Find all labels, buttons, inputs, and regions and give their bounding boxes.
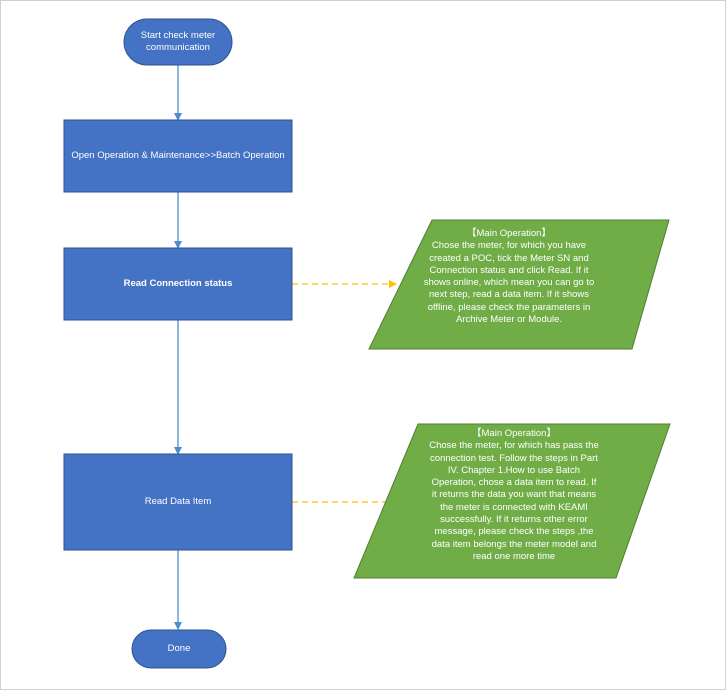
note-shape-1 — [368, 219, 670, 350]
end-terminal: Done — [132, 630, 226, 668]
process-read-data-item-label: Read Data Item — [144, 495, 212, 507]
process-read-connection-status: Read Connection status — [64, 248, 292, 320]
end-terminal-label: Done — [167, 642, 191, 654]
note-2-body: Chose the meter, for which has pass the … — [429, 440, 599, 562]
note-shape-2 — [353, 423, 671, 579]
start-terminal-label: Start check meter communication — [140, 29, 216, 53]
note-main-operation-2: 【Main Operation】 Chose the meter, for wh… — [428, 428, 600, 563]
process-box-shape-1 — [63, 119, 293, 193]
note-2-heading: 【Main Operation】 — [472, 428, 556, 439]
process-read-connection-status-label: Read Connection status — [123, 277, 233, 289]
note-1-heading: 【Main Operation】 — [467, 228, 551, 239]
note-1-body: Chose the meter, for which you have crea… — [423, 240, 595, 326]
end-terminal-shape — [131, 629, 227, 669]
process-box-shape-2 — [63, 247, 293, 321]
process-open-batch-operation-label: Open Operation & Maintenance>>Batch Oper… — [71, 149, 285, 161]
process-open-batch-operation: Open Operation & Maintenance>>Batch Oper… — [64, 120, 292, 192]
note-main-operation-1: 【Main Operation】 Chose the meter, for wh… — [418, 228, 600, 326]
start-terminal-shape — [123, 18, 233, 66]
process-box-shape-3 — [63, 453, 293, 551]
process-read-data-item: Read Data Item — [64, 454, 292, 550]
start-terminal: Start check meter communication — [130, 19, 226, 65]
